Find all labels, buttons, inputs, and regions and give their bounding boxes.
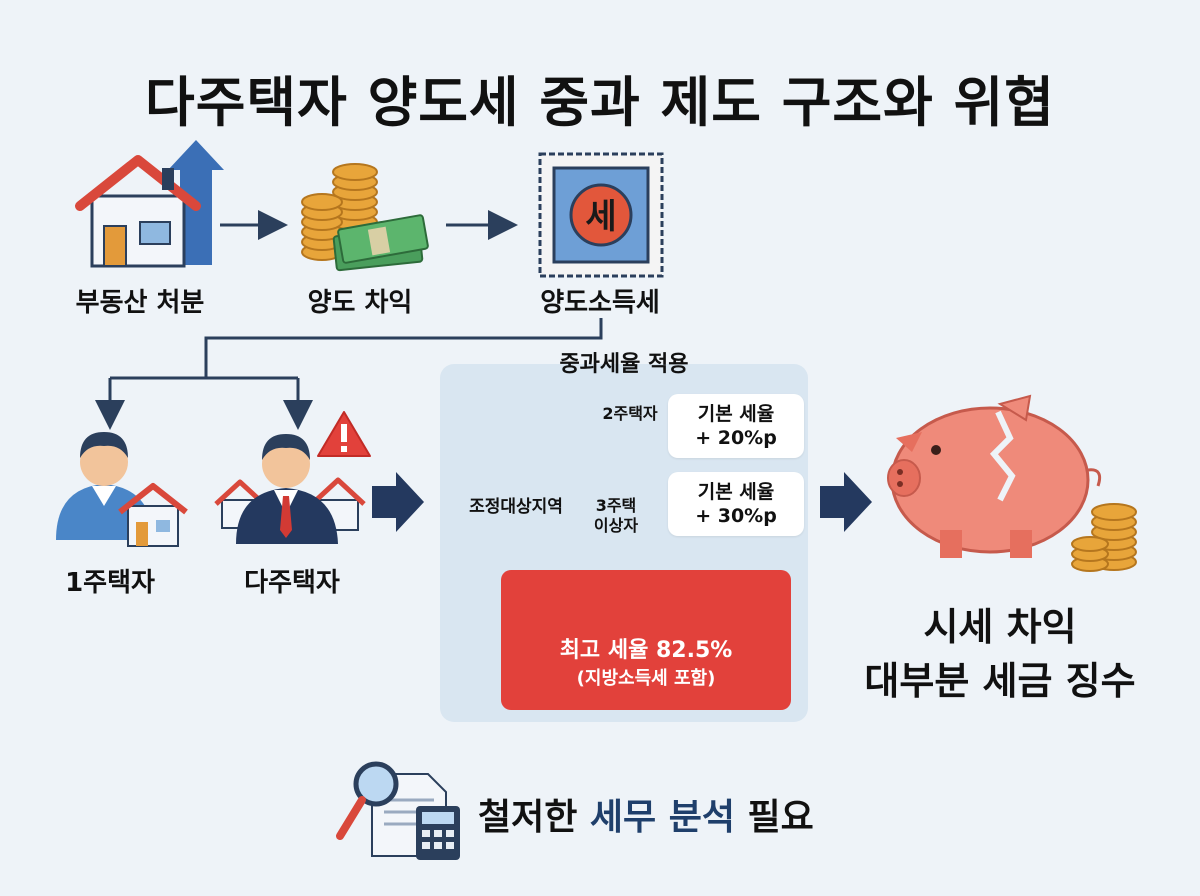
single-owner-icon: [56, 432, 188, 547]
step-property-disposal: 부동산 처분: [75, 288, 205, 318]
result-line2: 대부분 세금 징수: [864, 659, 1136, 703]
house-arrow-icon: [75, 140, 224, 268]
bottom-highlight: 세무 분석: [589, 797, 735, 838]
branch-two-homes: 2주택자: [602, 404, 658, 423]
rate-two-homes-box: 기본 세율 + 20%p: [668, 394, 804, 458]
result-line1: 시세 차익: [923, 605, 1077, 649]
step-capital-gain: 양도 차익: [307, 288, 413, 318]
max-rate-text: 최고 세율 82.5%: [559, 638, 733, 663]
rate-two-line2: + 20%p: [695, 427, 777, 449]
tax-analysis-icon: [336, 761, 460, 860]
branch-three-homes: 3주택 이상자: [576, 496, 656, 536]
max-rate-note: (지방소득세 포함): [576, 668, 716, 689]
tax-stamp-char: 세: [585, 197, 616, 237]
region-label: 조정대상지역: [469, 497, 563, 517]
broken-piggy-bank-icon: [887, 394, 1137, 572]
tax-stamp-icon: [538, 152, 664, 278]
bottom-message: 철저한 세무 분석 필요: [478, 788, 814, 840]
rate-three-line1: 기본 세율: [697, 481, 775, 503]
panel-heading: 중과세율 적용: [559, 352, 689, 377]
big-arrow-icon: [372, 472, 424, 532]
big-arrow-icon: [820, 472, 872, 532]
coins-cash-icon: [301, 163, 429, 272]
multi-owner-label: 다주택자: [244, 568, 340, 598]
rate-two-line1: 기본 세율: [697, 403, 775, 425]
result-text: 시세 차익 대부분 세금 징수: [820, 600, 1180, 708]
multi-owner-icon: [214, 411, 371, 544]
step-capital-gains-tax: 양도소득세: [540, 288, 660, 318]
branch-three-line2: 이상자: [593, 516, 639, 535]
branch-three-line1: 3주택: [595, 496, 637, 515]
bottom-part1: 철저한: [478, 797, 578, 838]
rate-three-homes-box: 기본 세율 + 30%p: [668, 472, 804, 536]
max-rate-box: 최고 세율 82.5% (지방소득세 포함): [501, 570, 791, 710]
bottom-part2: 필요: [747, 797, 814, 838]
rate-three-line2: + 30%p: [695, 505, 777, 527]
single-owner-label: 1주택자: [65, 568, 155, 598]
page-title: 다주택자 양도세 중과 제도 구조와 위협: [145, 71, 1055, 134]
